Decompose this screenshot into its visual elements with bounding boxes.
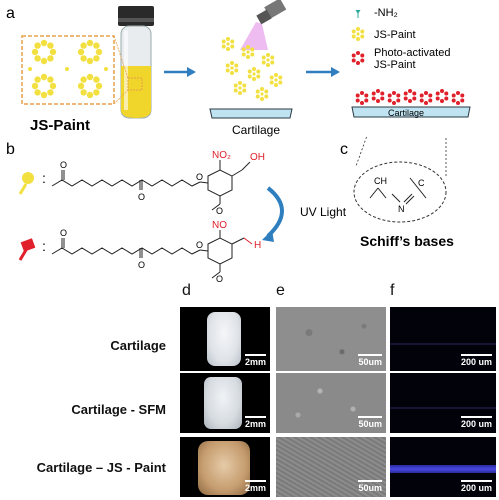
scale-f-3: 200 um	[460, 483, 492, 493]
fluor-cartilage-sfm: 200 um	[390, 373, 496, 433]
hydroxyl-group: OH	[250, 152, 265, 163]
row-label-cartilage-jspaint: Cartilage – JS - Paint	[36, 460, 166, 475]
scale-d-2: 2mm	[244, 419, 266, 429]
scale-e-1: 50um	[358, 357, 382, 367]
schiff-ch: CH	[374, 176, 387, 186]
panel-label-c: c	[340, 141, 348, 158]
carbonyl-o-2: O	[138, 192, 145, 202]
colon-bottom: :	[42, 238, 46, 254]
jspaint-inset-particles	[28, 39, 108, 99]
panel-label-b: b	[6, 141, 15, 158]
nitro-group-top: NO₂	[212, 150, 231, 161]
panel-bc-chemistry: b c : O O O O NO₂ OH UV Light :	[6, 136, 454, 284]
ether-o-top: O	[196, 172, 203, 182]
cartilage-label-middle: Cartilage	[232, 123, 280, 137]
panel-label-d: d	[182, 282, 191, 299]
legend	[351, 9, 365, 65]
jspaint-monomer-icon	[18, 172, 34, 195]
nitroso-group: NO	[212, 220, 227, 231]
carbonyl-o-4: O	[138, 260, 145, 270]
schiff-bases-title: Schiff’s bases	[360, 233, 454, 249]
panel-label-e: e	[276, 282, 285, 299]
uv-reaction-arrow	[262, 186, 284, 242]
process-arrow-2	[306, 67, 340, 77]
cartilage-label-right: Cartilage	[388, 108, 424, 118]
zoom-inset-box	[21, 35, 115, 105]
sem-cartilage-jspaint: 50um	[276, 437, 386, 497]
row-label-cartilage-sfm: Cartilage - SFM	[71, 402, 166, 417]
material-label: JS-Paint	[30, 117, 90, 134]
scale-f-2: 200 um	[460, 419, 492, 429]
scale-d-3: 2mm	[244, 483, 266, 493]
legend-jspaint: JS-Paint	[374, 29, 416, 41]
activated-monomer-icon	[18, 238, 36, 261]
molecule-bottom	[51, 230, 253, 279]
carbonyl-o-1: O	[60, 160, 67, 170]
sem-cartilage-sfm: 50um	[276, 373, 386, 433]
sem-cartilage: 50um	[276, 307, 386, 371]
photo-cartilage: 2mm	[180, 307, 270, 371]
bound-particles	[355, 89, 465, 105]
scale-d-1: 2mm	[244, 357, 266, 367]
aldehyde-h: H	[254, 240, 261, 251]
scale-e-3: 50um	[358, 483, 382, 493]
legend-activated-1: Photo-activated	[374, 47, 450, 59]
panel-label-a: a	[6, 5, 15, 22]
legend-nh2: -NH₂	[374, 7, 398, 19]
uv-lamp-icon	[240, 0, 287, 50]
process-arrow-1	[164, 67, 196, 77]
scale-f-1: 200 um	[460, 357, 492, 367]
carbonyl-o-3: O	[60, 228, 67, 238]
methoxy-o-bottom: O	[216, 274, 223, 284]
panel-a-diagram: a JS-Paint	[6, 0, 471, 137]
cartilage-substrate-right	[351, 106, 471, 118]
scale-e-2: 50um	[358, 419, 382, 429]
legend-activated-2: JS-Paint	[374, 59, 416, 71]
panel-label-f: f	[390, 282, 395, 299]
row-label-cartilage: Cartilage	[110, 338, 166, 353]
schiff-base-diagram	[353, 136, 447, 223]
fluor-cartilage: 200 um	[390, 307, 496, 371]
cartilage-substrate-middle	[209, 108, 293, 119]
schiff-n: N	[398, 204, 405, 214]
photo-cartilage-sfm: 2mm	[180, 373, 270, 433]
fluor-cartilage-jspaint: 200 um	[390, 437, 496, 497]
ether-o-bottom: O	[196, 240, 203, 250]
uv-light-label: UV Light	[300, 205, 347, 219]
methoxy-o-top: O	[216, 206, 223, 216]
vial-zoom-marker	[127, 77, 143, 91]
vial	[118, 6, 154, 119]
colon-top: :	[42, 170, 46, 186]
molecule-top	[51, 160, 251, 211]
photo-cartilage-jspaint: 2mm	[180, 437, 270, 497]
schiff-c: C	[418, 178, 425, 188]
